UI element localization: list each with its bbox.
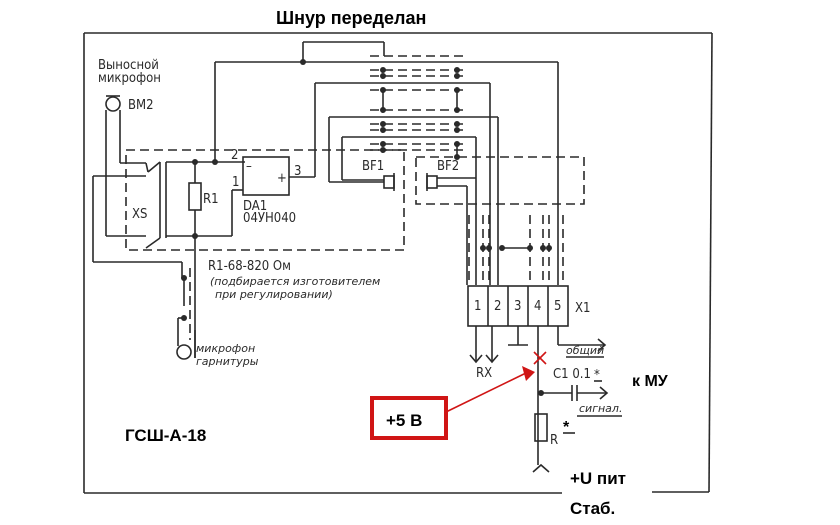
- top-wiring: [214, 41, 559, 285]
- r1-note-2: (подбирается изготовителем: [210, 275, 380, 288]
- r1-note-3: при регулировании): [215, 288, 333, 301]
- bf1-label: BF1: [362, 159, 384, 174]
- earphone-bf1: [383, 173, 395, 191]
- supply-label-1: +U пит: [570, 469, 626, 488]
- bf2-label: BF2: [437, 159, 459, 174]
- pin-2-label: 2: [231, 148, 238, 163]
- da1-name: DA1: [243, 199, 267, 214]
- callout-box: [370, 396, 448, 440]
- callout-label: +5 В: [386, 411, 422, 430]
- earphone-bf2: [426, 173, 476, 285]
- r1-note-1: R1-68-820 Ом: [208, 259, 291, 274]
- output-network: [532, 385, 609, 473]
- plus-label: +: [277, 171, 287, 186]
- remote-mic-label-2: микрофон: [98, 71, 161, 86]
- device-label: ГСШ-А-18: [125, 426, 206, 445]
- x1-pin-4: 4: [534, 299, 541, 314]
- microphone-bm2: [105, 95, 146, 237]
- x1-pin-1: 1: [474, 299, 481, 314]
- da1-part: 04УН040: [243, 211, 296, 226]
- headset-mic-label-1: микрофон: [196, 342, 255, 355]
- r1-label: R1: [203, 192, 219, 207]
- lower-conductors: [468, 215, 564, 280]
- cord-conductors: [370, 55, 465, 160]
- headset-mic-label-2: гарнитуры: [196, 355, 259, 368]
- c1-star: *: [594, 368, 600, 383]
- arrow-icon: [522, 366, 535, 381]
- pin-1-label: 1: [232, 175, 239, 190]
- x1-pin-2: 2: [494, 299, 501, 314]
- xs-label: XS: [132, 207, 147, 222]
- red-modifications: [370, 351, 622, 440]
- common-label: общий: [566, 344, 604, 357]
- jack-xs: [92, 161, 183, 278]
- r-star: *: [563, 419, 570, 436]
- bm2-label: BM2: [128, 98, 154, 113]
- remote-mic-label-1: Выносной: [98, 58, 159, 73]
- r-label: R: [550, 433, 558, 448]
- amplifier-da1: [231, 82, 491, 285]
- pin-3-label: 3: [294, 164, 301, 179]
- signal-label: сигнал.: [579, 402, 622, 415]
- to-mu-label: к МУ: [632, 373, 669, 390]
- rx-label: RX: [476, 366, 492, 381]
- x1-label: X1: [575, 301, 590, 316]
- page-title: Шнур переделан: [276, 8, 426, 28]
- headset-microphone: [176, 268, 196, 360]
- x1-pin-5: 5: [554, 299, 561, 314]
- headset-boundary: [125, 149, 585, 251]
- supply-label-2: Стаб.: [570, 499, 615, 518]
- c1-label: C1 0.1: [553, 367, 591, 382]
- connector-x1: [467, 285, 607, 465]
- outer-frame: [83, 32, 713, 494]
- minus-label: –: [246, 159, 252, 174]
- x1-pin-3: 3: [514, 299, 521, 314]
